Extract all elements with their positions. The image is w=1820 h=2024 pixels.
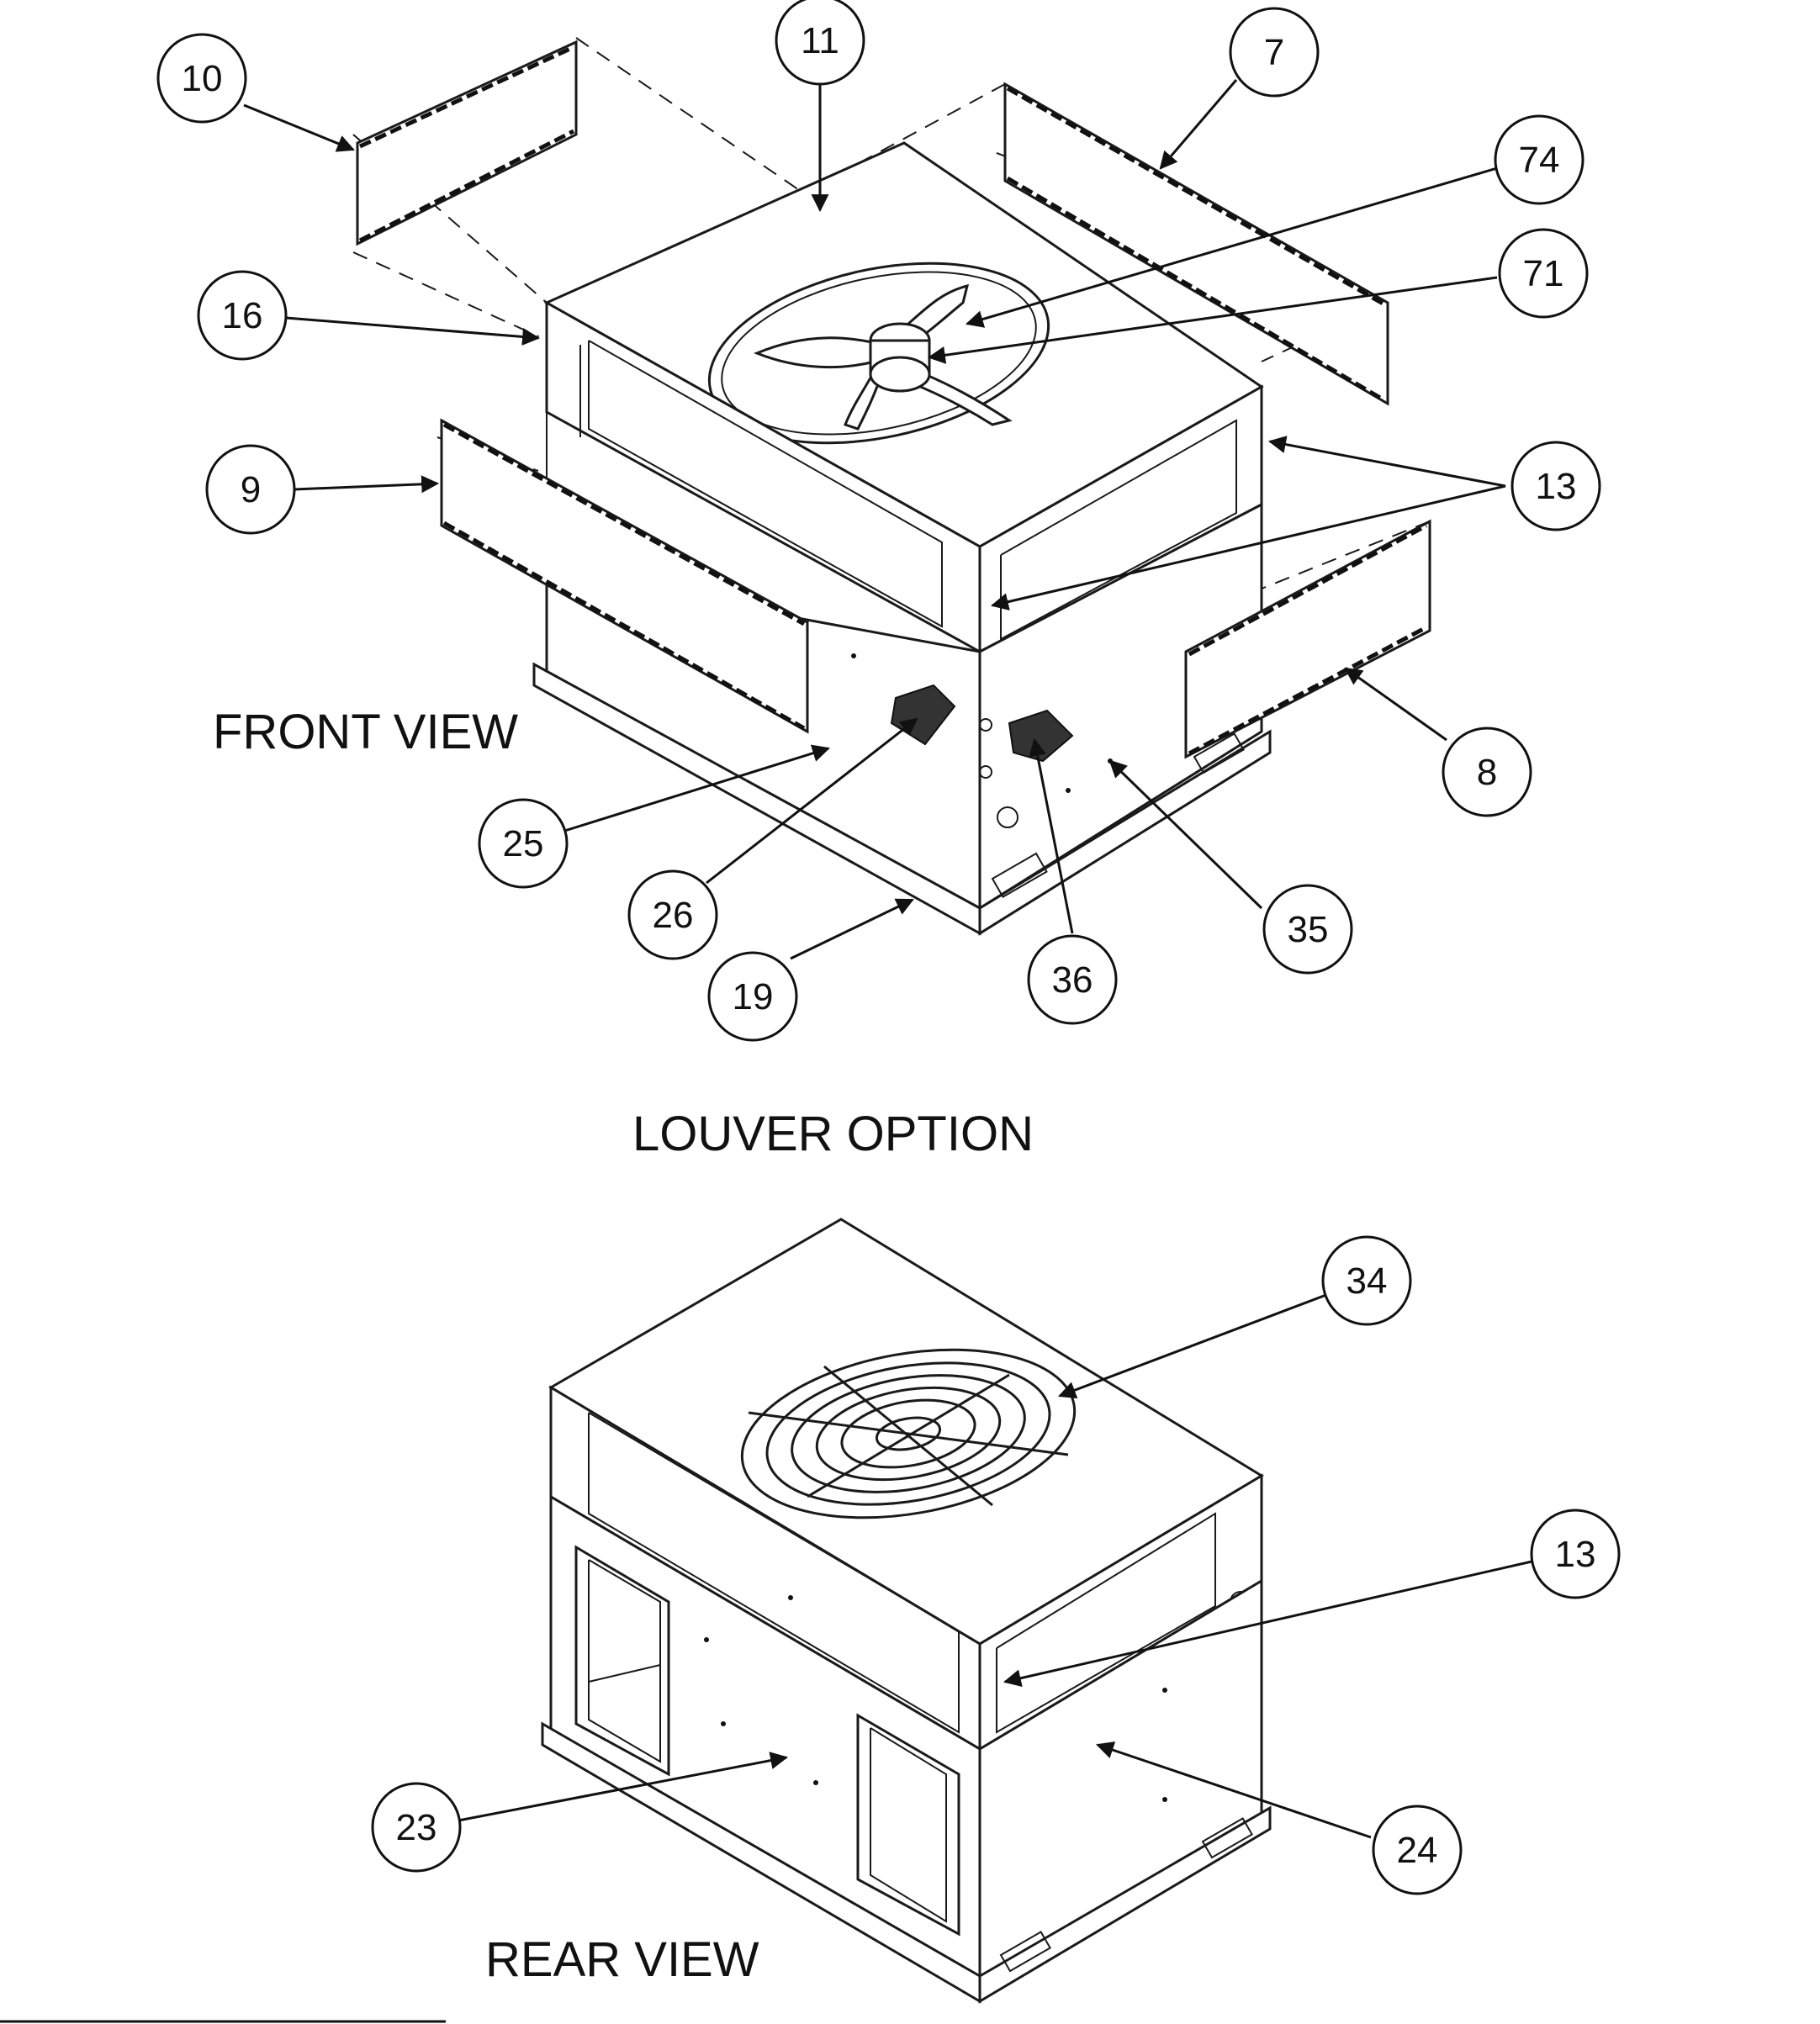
svg-text:74: 74 [1519,140,1560,181]
svg-text:35: 35 [1288,909,1329,950]
callout-25: 25 [478,798,569,889]
louver-panel-7 [1003,82,1389,406]
callout-10: 10 [156,33,247,124]
callout-7: 7 [1229,7,1320,98]
callout-23: 23 [371,1782,462,1873]
svg-text:19: 19 [733,976,774,1017]
svg-text:11: 11 [801,20,839,61]
front-view-unit [352,37,1431,936]
callout-71: 71 [1498,228,1589,319]
louver-vent-36 [1008,709,1074,763]
callout-26: 26 [627,869,718,960]
side-lower-panel [978,502,1263,911]
leader-lines [243,79,1540,1839]
callout-16: 16 [197,270,288,361]
louver-panel-9 [440,418,809,734]
callout-35: 35 [1262,884,1353,975]
callout-34: 34 [1321,1235,1412,1326]
rear-view-unit [541,1218,1272,2004]
rear-view-label: REAR VIEW [485,1932,759,1987]
svg-text:13: 13 [1536,466,1577,507]
svg-text:34: 34 [1346,1260,1388,1302]
svg-text:10: 10 [182,58,223,99]
louver-panels [356,40,1431,759]
fan-guard [740,1348,1077,1519]
callout-36: 36 [1027,934,1118,1025]
condenser-fan [707,262,1050,445]
svg-text:8: 8 [1477,752,1497,793]
callout-74: 74 [1494,114,1585,205]
callout-8: 8 [1442,727,1532,817]
svg-text:26: 26 [653,895,694,936]
svg-text:36: 36 [1052,959,1093,1001]
svg-text:71: 71 [1523,253,1564,294]
callout-24: 24 [1372,1805,1463,1895]
louver-option-label: LOUVER OPTION [632,1107,1034,1161]
callout-11: 11 [775,0,865,86]
louver-panel-8 [1184,519,1431,759]
callout-9: 9 [205,444,296,535]
svg-text:25: 25 [503,823,544,864]
louver-panel-10 [356,40,578,246]
svg-text:9: 9 [241,469,261,510]
callout-13-rear: 13 [1530,1509,1621,1599]
svg-text:7: 7 [1264,32,1284,73]
callout-13-front: 13 [1510,441,1601,531]
front-view-label: FRONT VIEW [213,705,518,759]
svg-text:23: 23 [396,1807,437,1848]
svg-text:24: 24 [1397,1830,1438,1871]
svg-text:16: 16 [222,295,263,336]
callout-19: 19 [707,951,798,1042]
svg-text:13: 13 [1555,1534,1596,1575]
